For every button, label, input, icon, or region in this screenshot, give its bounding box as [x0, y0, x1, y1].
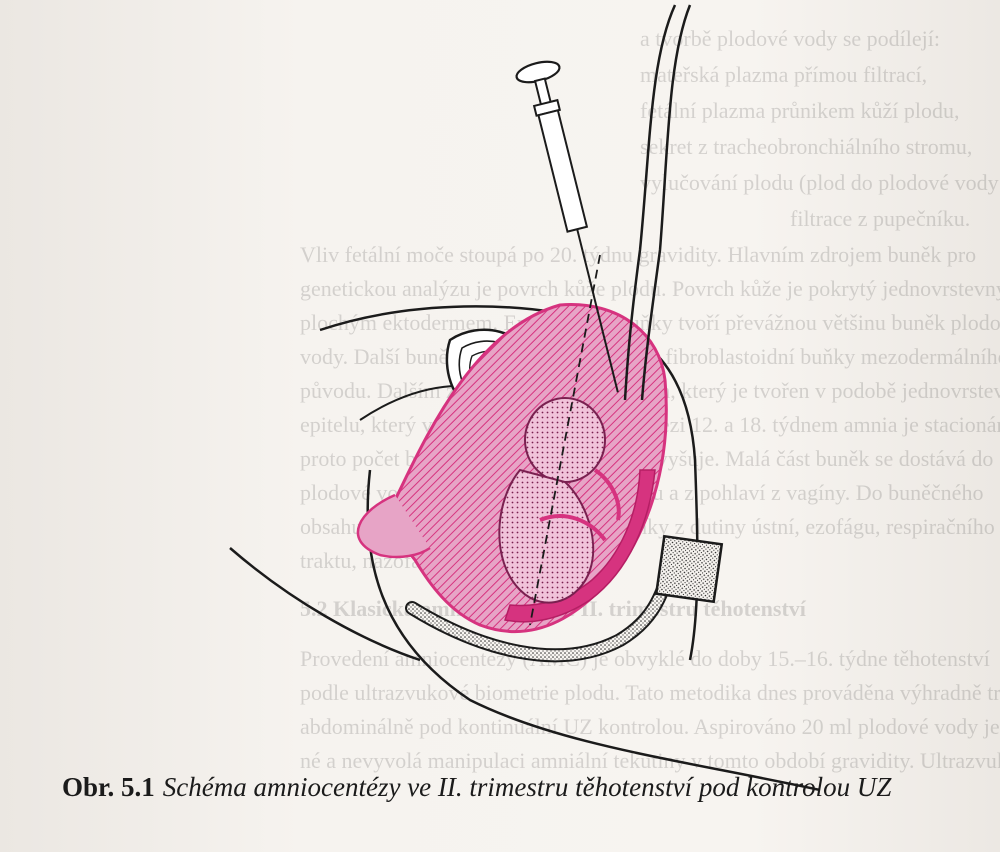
- figure-caption: Obr. 5.1 Schéma amniocentézy ve II. trime…: [62, 770, 982, 804]
- probe-cable-inner: [642, 5, 690, 400]
- back-outline: [230, 548, 420, 660]
- figure-number: Obr. 5.1: [62, 772, 155, 802]
- figure-caption-text: Schéma amniocentézy ve II. trimestru těh…: [163, 772, 892, 802]
